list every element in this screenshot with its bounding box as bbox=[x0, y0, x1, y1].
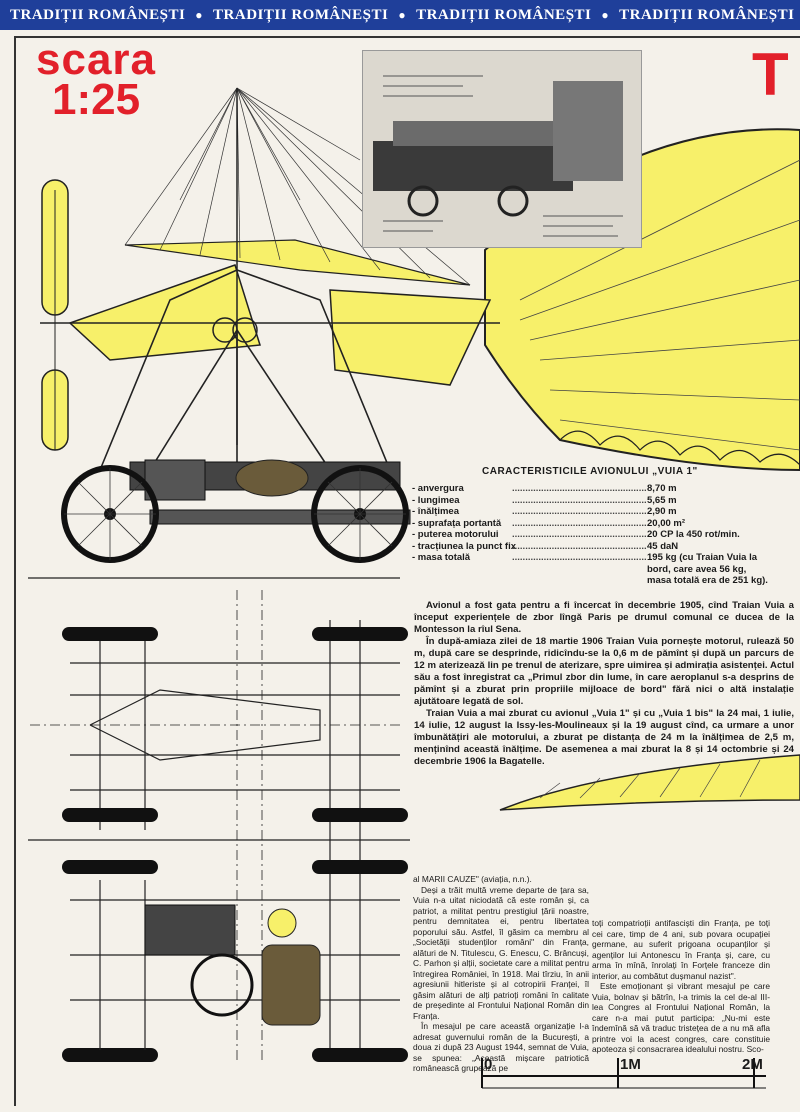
article-paragraph: Deși a trăit multă vreme departe de țara… bbox=[413, 884, 589, 1021]
banner-separator: ● bbox=[398, 7, 407, 22]
spec-row: - puterea motorului ....................… bbox=[412, 529, 772, 541]
spec-label: - lungimea bbox=[412, 494, 460, 506]
banner-separator: ● bbox=[601, 7, 610, 22]
spec-value: 195 kg (cu Traian Vuia la bord, care ave… bbox=[647, 552, 768, 586]
engine-cylinder-left bbox=[212, 317, 238, 343]
spec-row: - lungimea .............................… bbox=[412, 495, 772, 507]
spec-label: - înălțimea bbox=[412, 506, 459, 517]
spec-value: 5,65 m bbox=[647, 494, 677, 506]
spec-label: - tracțiunea la punct fix bbox=[412, 540, 516, 552]
scale-ruler: 0 1M 2M bbox=[476, 1054, 776, 1094]
banner-label-1: TRADIȚII ROMÂNEȘTI bbox=[10, 6, 186, 23]
spec-leader: ........................................… bbox=[512, 552, 647, 563]
spec-label: - masa totală bbox=[412, 552, 471, 563]
specifications-title: CARACTERISTICILE AVIONULUI „VUIA 1" bbox=[482, 466, 698, 477]
spec-value: 45 daN bbox=[647, 540, 679, 552]
ruler-graphic bbox=[481, 1058, 766, 1089]
ruler-label-zero: 0 bbox=[484, 1056, 493, 1073]
article-paragraph: În mesajul pe care această organizație l… bbox=[413, 1021, 589, 1073]
lower-wing-ribs bbox=[539, 759, 761, 799]
article-paragraph: Avionul a fost gata pentru a fi încercat… bbox=[414, 600, 794, 635]
article-paragraph: Este emoționant și vibrant mesajul pe ca… bbox=[592, 981, 770, 1054]
spec-value: 2,90 m bbox=[647, 506, 677, 517]
wing-ribs bbox=[519, 159, 800, 451]
wing-lower-view bbox=[499, 754, 800, 811]
article-column-left: al MARII CAUZE" (aviația, n.n.). Deși a … bbox=[413, 874, 589, 1074]
article-paragraph: al MARII CAUZE" (aviația, n.n.). bbox=[413, 874, 532, 884]
article-paragraph: toți compatrioții antifasciști din Franț… bbox=[592, 918, 770, 981]
spec-leader: ........................................… bbox=[512, 494, 647, 506]
engine-block bbox=[144, 459, 206, 501]
corner-title-letter: T bbox=[752, 41, 789, 108]
lower-chassis bbox=[149, 509, 411, 525]
spec-row: - anvergura ............................… bbox=[412, 483, 772, 495]
banner-label-3: TRADIȚII ROMÂNEȘTI bbox=[416, 6, 592, 23]
spec-leader: ........................................… bbox=[512, 506, 647, 517]
spec-leader: ........................................… bbox=[512, 540, 647, 552]
ruler-label-two: 2M bbox=[742, 1056, 763, 1073]
engine-top-view bbox=[144, 904, 236, 956]
engine-cylinder-right bbox=[232, 317, 258, 343]
specifications-table: CARACTERISTICILE AVIONULUI „VUIA 1" - an… bbox=[412, 466, 772, 587]
wing-edge-scallops bbox=[559, 430, 800, 466]
pilot-seat-basket bbox=[235, 459, 309, 497]
banner-label-4: TRADIȚII ROMÂNEȘTI bbox=[619, 6, 795, 23]
banner-label-2: TRADIȚII ROMÂNEȘTI bbox=[213, 6, 389, 23]
engine-flywheel bbox=[190, 953, 254, 1017]
spec-leader: ........................................… bbox=[512, 483, 647, 494]
photo-image bbox=[363, 51, 641, 247]
spec-label: - anvergura bbox=[412, 483, 464, 494]
article-paragraph: În după-amiaza zilei de 18 martie 1906 T… bbox=[414, 636, 794, 707]
spec-row: - masa totală ..........................… bbox=[412, 552, 772, 587]
top-view-wheels bbox=[62, 627, 408, 1062]
scale-ratio: 1:25 bbox=[51, 74, 141, 124]
scale-word: scara bbox=[36, 35, 157, 84]
rear-wheel bbox=[311, 465, 409, 563]
spec-leader: ........................................… bbox=[512, 529, 647, 540]
steering-wheel bbox=[267, 908, 297, 938]
spec-value: 8,70 m bbox=[647, 483, 677, 494]
section-banner: TRADIȚII ROMÂNEȘTI ● TRADIȚII ROMÂNEȘTI … bbox=[0, 0, 800, 30]
spec-label: - puterea motorului bbox=[412, 529, 499, 540]
article-column-right: toți compatrioții antifasciști din Franț… bbox=[592, 918, 770, 1055]
scale-heading: scara 1:25 bbox=[36, 35, 157, 124]
banner-separator: ● bbox=[195, 7, 204, 22]
fuselage-frame bbox=[40, 269, 500, 471]
spec-row: - suprafața portantă ...................… bbox=[412, 518, 772, 530]
article-body: Avionul a fost gata pentru a fi încercat… bbox=[414, 600, 794, 768]
drawing-sheet-border bbox=[14, 36, 800, 1106]
article-paragraph: Traian Vuia a mai zburat cu avionul „Vui… bbox=[414, 708, 794, 767]
ruler-label-one: 1M bbox=[620, 1056, 641, 1073]
spec-row: - tracțiunea la punct fix ..............… bbox=[412, 541, 772, 553]
spec-value: 20 CP la 450 rot/min. bbox=[647, 529, 740, 540]
front-wheel bbox=[61, 465, 159, 563]
pilot-seat-top-view bbox=[261, 944, 321, 1026]
spec-row: - înălțimea ............................… bbox=[412, 506, 772, 518]
spec-leader: ........................................… bbox=[512, 517, 647, 529]
historical-photo bbox=[362, 50, 642, 248]
spec-value: 20,00 m² bbox=[647, 517, 686, 529]
rigging-wires bbox=[124, 87, 471, 286]
wing-panel-right bbox=[329, 289, 492, 386]
spec-label: - suprafața portantă bbox=[412, 517, 502, 529]
